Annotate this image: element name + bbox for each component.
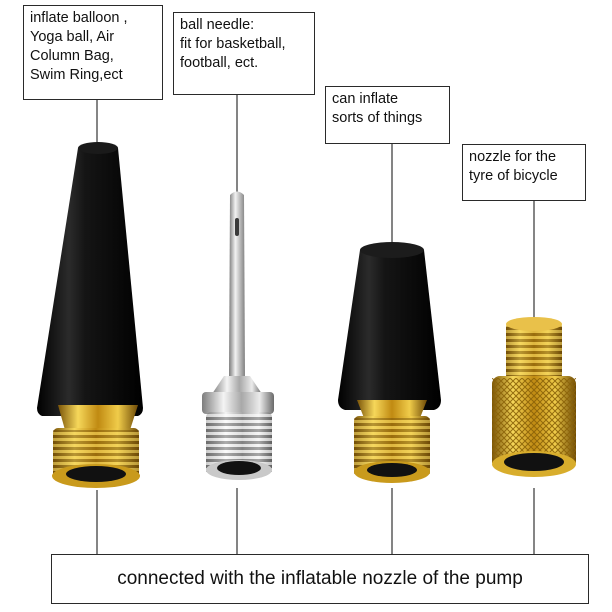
short-cone-nozzle-icon (338, 242, 441, 483)
bicycle-adapter-icon (492, 317, 576, 477)
label-bicycle-nozzle: nozzle for the tyre of bicycle (462, 144, 586, 201)
label-general-nozzle: can inflate sorts of things (325, 86, 450, 144)
leader-lines (96, 95, 535, 554)
label-line: Column Bag, (30, 48, 114, 64)
label-line: tyre of bicycle (469, 168, 558, 184)
long-cone-nozzle-icon (37, 142, 143, 488)
label-line: inflate balloon , (30, 10, 128, 26)
label-line: football, ect. (180, 55, 259, 71)
label-line: Swim Ring,ect (30, 67, 123, 83)
label-line: ball needle: (180, 17, 255, 33)
label-line: fit for basketball, (180, 36, 286, 52)
label-line: can inflate (332, 91, 399, 107)
label-balloon-nozzle: inflate balloon , Yoga ball, Air Column … (23, 5, 163, 100)
ball-needle-icon (202, 191, 274, 480)
label-ball-needle: ball needle: fit for basketball, footbal… (173, 12, 315, 95)
label-line: nozzle for the (469, 149, 557, 165)
label-line: sorts of things (332, 110, 423, 126)
label-line: Yoga ball, Air (30, 29, 115, 45)
caption: connected with the inflatable nozzle of … (51, 554, 589, 604)
